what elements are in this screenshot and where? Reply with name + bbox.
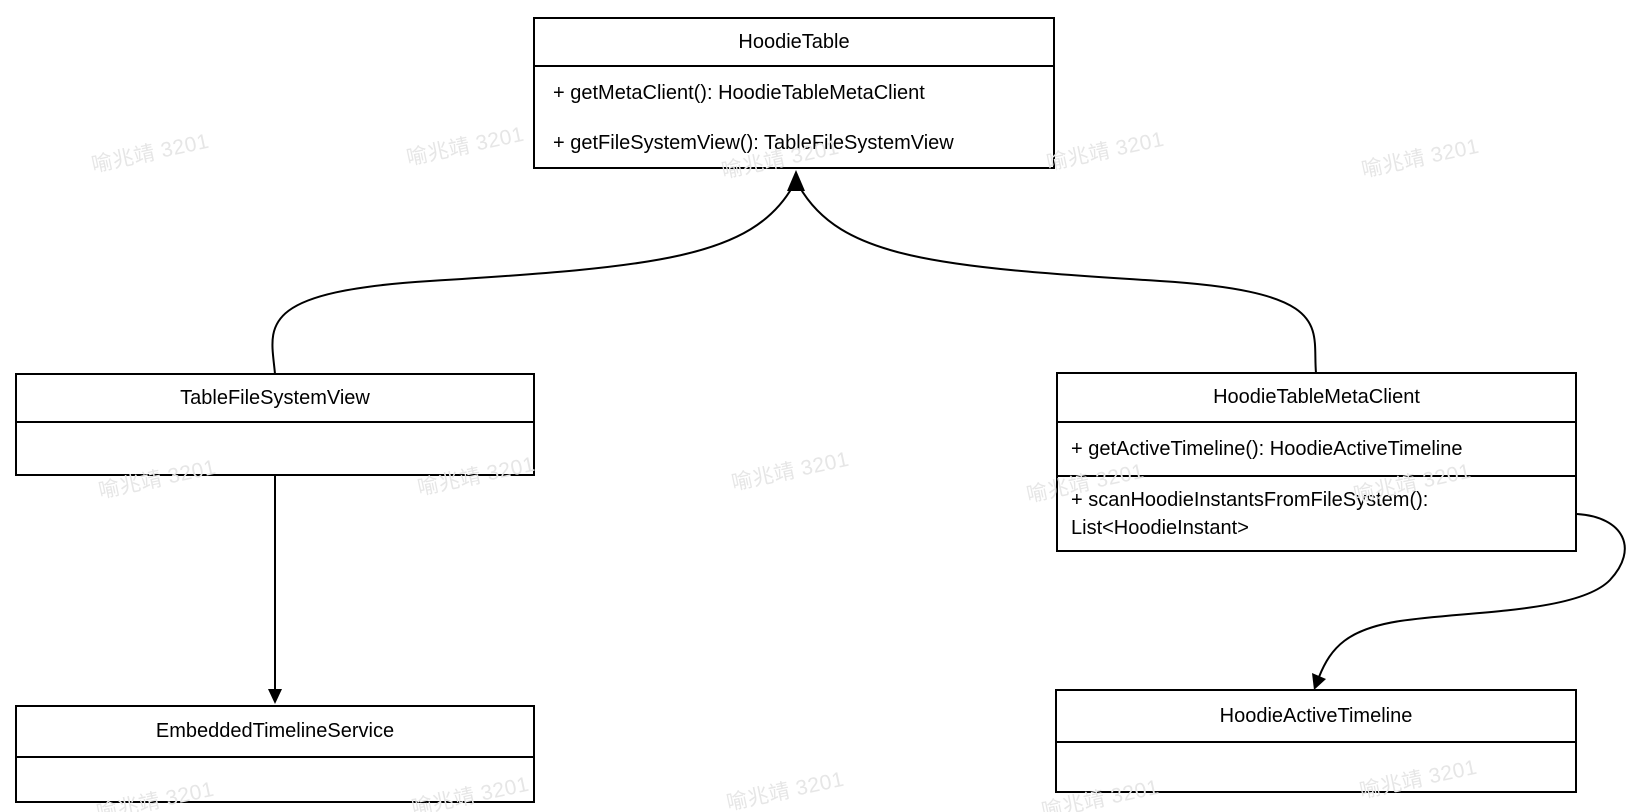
class-box-hoodietablemetaclient: HoodieTableMetaClient + getActiveTimelin…	[1056, 372, 1577, 552]
class-box-hoodietable: HoodieTable + getMetaClient(): HoodieTab…	[533, 17, 1055, 169]
edge-hoodietablemetaclient-to-hoodietable	[798, 185, 1317, 374]
class-title-hoodietablemetaclient: HoodieTableMetaClient	[1058, 374, 1575, 423]
method-getactivetimeline: + getActiveTimeline(): HoodieActiveTimel…	[1058, 423, 1575, 477]
class-methods-hoodietablemetaclient: + getActiveTimeline(): HoodieActiveTimel…	[1058, 423, 1575, 550]
arrowhead-down-hoodieactivetimeline	[1312, 673, 1326, 690]
arrowhead-up-hoodietable	[787, 170, 805, 191]
class-title-tablefilesystemview: TableFileSystemView	[17, 375, 533, 423]
edge-hoodietablemetaclient-to-hoodieactivetimeline	[1318, 513, 1626, 678]
class-title-hoodietable: HoodieTable	[535, 19, 1053, 67]
class-methods-hoodietable: + getMetaClient(): HoodieTableMetaClient…	[535, 67, 1053, 167]
edge-tablefilesystemview-to-hoodietable	[271, 185, 794, 375]
class-box-hoodieactivetimeline: HoodieActiveTimeline	[1055, 689, 1577, 793]
class-box-embeddedtimelineservice: EmbeddedTimelineService	[15, 705, 535, 803]
method-getfilesystemview: + getFileSystemView(): TableFileSystemVi…	[553, 131, 954, 154]
class-title-embeddedtimelineservice: EmbeddedTimelineService	[17, 707, 533, 758]
method-getmetaclient: + getMetaClient(): HoodieTableMetaClient	[553, 81, 925, 104]
method-scanhoodieinstants: + scanHoodieInstantsFromFileSystem(): Li…	[1071, 489, 1429, 539]
class-title-hoodieactivetimeline: HoodieActiveTimeline	[1057, 691, 1575, 743]
arrowhead-down-embeddedtimelineservice	[268, 689, 282, 704]
